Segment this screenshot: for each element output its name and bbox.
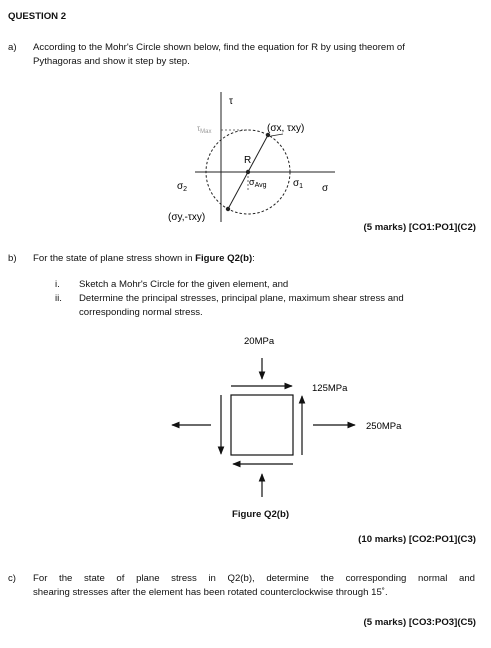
sigma-avg-label: σAvg	[249, 177, 267, 189]
part-b-intro: For the state of plane stress shown in F…	[33, 253, 255, 264]
point-top-label: (σx, τxy)	[267, 123, 304, 134]
question-title: QUESTION 2	[8, 11, 67, 22]
radius-label: R	[244, 155, 251, 166]
stress-element-figure: 20MPa 125MPa 250MPa	[171, 336, 402, 497]
tau-axis-label: τ	[229, 96, 233, 107]
top-pointer	[270, 133, 284, 137]
part-a-label: a)	[8, 42, 17, 53]
part-c-marks: (5 marks) [CO3:PO3](C5)	[363, 617, 477, 628]
point-bottom-label: (σy,-τxy)	[168, 212, 205, 223]
item-ii-num: ii.	[55, 293, 62, 304]
stress-right-label: 250MPa	[366, 421, 402, 432]
part-c-line1: For the state of plane stress in Q2(b), …	[33, 573, 475, 584]
part-b-label: b)	[8, 253, 17, 264]
center-point	[245, 169, 251, 175]
point-bottom	[225, 206, 231, 212]
sigma1-label: σ1	[293, 178, 303, 190]
item-ii-continuation: corresponding normal stress.	[79, 307, 203, 318]
sigma2-label: σ2	[177, 181, 187, 193]
tau-max-label: τMax	[197, 124, 212, 135]
sigma-axis-label: σ	[322, 183, 329, 194]
part-a-line1: According to the Mohr's Circle shown bel…	[33, 42, 405, 53]
part-c-label: c)	[8, 573, 16, 584]
stress-shear-label: 125MPa	[312, 383, 348, 394]
part-a-marks: (5 marks) [CO1:PO1](C2)	[363, 222, 477, 233]
mohr-circle-diagram: τ σ τMax σ2 σ1 R σAvg (σx, τxy) (σy,-τxy…	[168, 92, 335, 223]
item-i-text: Sketch a Mohr's Circle for the given ele…	[79, 279, 289, 290]
part-a-line2: Pythagoras and show it step by step.	[33, 56, 190, 67]
stress-top-label: 20MPa	[244, 336, 275, 347]
part-b-marks: (10 marks) [CO2:PO1](C3)	[358, 534, 476, 545]
stress-element-square	[230, 394, 294, 456]
part-c-line2: shearing stresses after the element has …	[33, 587, 388, 598]
point-top	[265, 132, 271, 138]
figure-caption: Figure Q2(b)	[232, 509, 290, 520]
item-i-num: i.	[55, 279, 60, 290]
item-ii-text: Determine the principal stresses, princi…	[79, 293, 404, 304]
mohr-circle	[205, 129, 291, 215]
